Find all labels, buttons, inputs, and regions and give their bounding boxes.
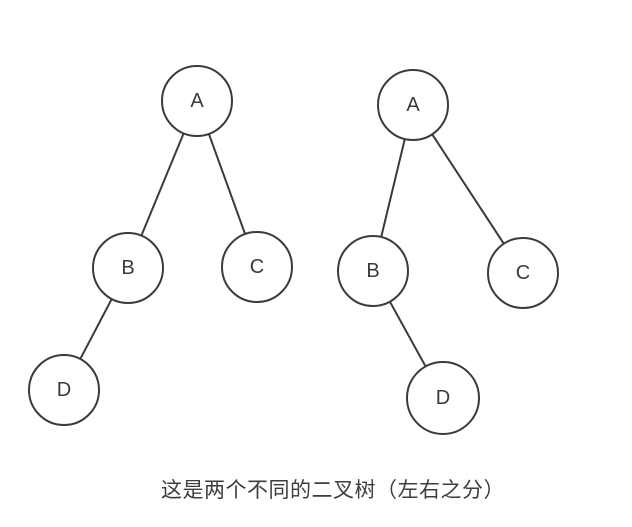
binary-trees-diagram: A B C D A B C D bbox=[28, 65, 559, 435]
right-tree-node-C-circle bbox=[487, 237, 559, 309]
left-tree-node-A-label: A bbox=[190, 90, 204, 112]
right-tree-node-B-label: B bbox=[366, 260, 379, 282]
right-tree-node-B-circle bbox=[337, 235, 409, 307]
caption: 这是两个不同的二叉树（左右之分） bbox=[161, 479, 505, 502]
right-tree-node-A-label: A bbox=[406, 94, 420, 116]
right-tree-node-D-circle bbox=[406, 361, 480, 435]
right-tree-node-D-label: D bbox=[436, 387, 450, 409]
left-tree-node-C-circle bbox=[221, 231, 293, 303]
tree-left: A B C D bbox=[28, 65, 293, 426]
left-tree-node-D-circle bbox=[28, 354, 100, 426]
tree-right: A B C D bbox=[337, 69, 559, 435]
right-tree-node-A-circle bbox=[377, 69, 449, 141]
left-tree-node-B-circle bbox=[92, 232, 164, 304]
left-tree-node-A-circle bbox=[161, 65, 233, 137]
right-tree-node-C-label: C bbox=[516, 262, 530, 284]
left-tree-node-C-label: C bbox=[250, 256, 264, 278]
left-tree-node-D-label: D bbox=[57, 379, 71, 401]
left-tree-node-B-label: B bbox=[121, 257, 134, 279]
